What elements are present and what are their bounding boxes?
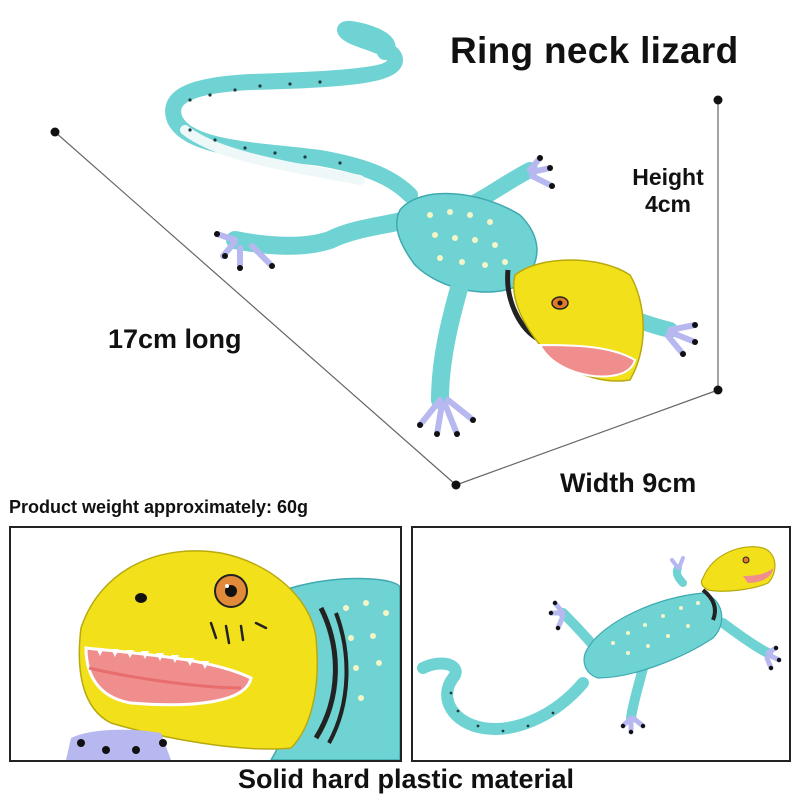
width-line xyxy=(455,389,719,486)
side-view-panel xyxy=(411,526,791,762)
length-line xyxy=(54,131,457,486)
main-figure-canvas xyxy=(50,21,723,490)
page-title: Ring neck lizard xyxy=(450,30,739,71)
width-label: Width 9cm xyxy=(560,468,697,498)
dimension-dots xyxy=(50,95,723,490)
dimension-lines xyxy=(54,100,719,486)
weight-note: Product weight approximately: 60g xyxy=(9,497,309,517)
height-label: Height 4cm xyxy=(618,164,718,218)
height-label-line2: 4cm xyxy=(644,191,692,217)
height-label-line1: Height xyxy=(632,164,704,190)
lizard-figure xyxy=(165,21,698,437)
lizard-head-closeup xyxy=(66,550,400,760)
length-label: 17cm long xyxy=(108,324,242,354)
lizard-side-view xyxy=(417,546,782,735)
closeup-panel xyxy=(9,526,402,762)
material-note: Solid hard plastic material xyxy=(237,764,575,794)
